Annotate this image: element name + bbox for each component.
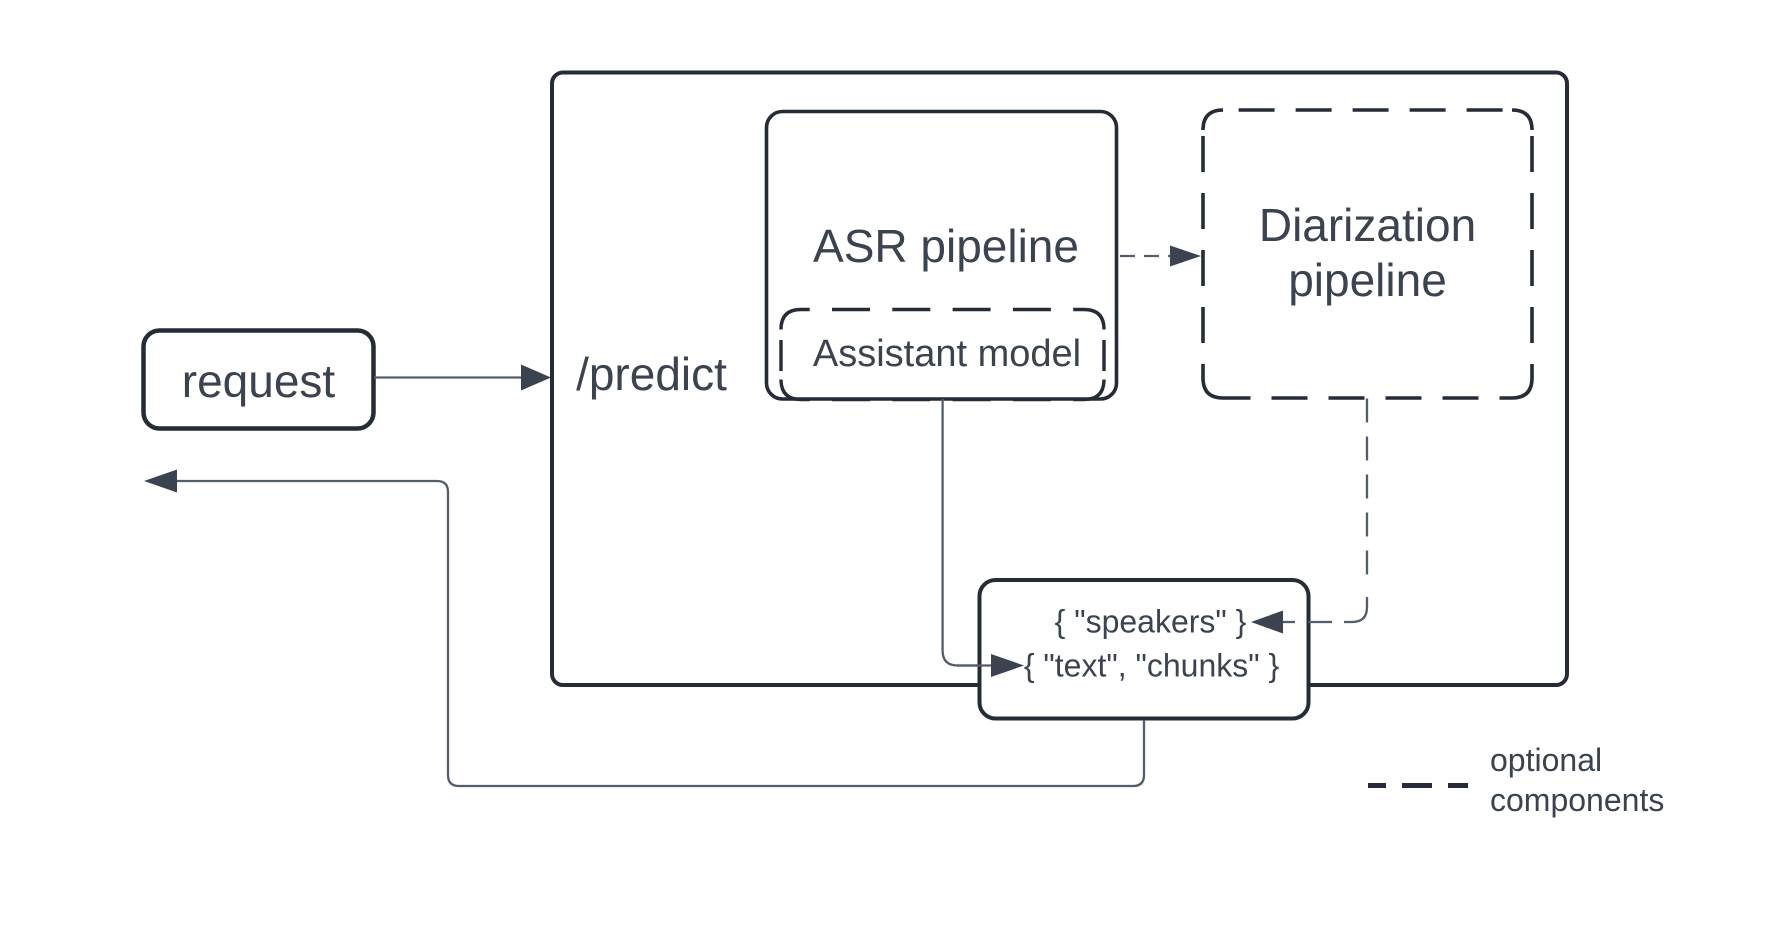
svg-text:request: request — [182, 355, 336, 407]
svg-text:ASR pipeline: ASR pipeline — [813, 220, 1079, 272]
svg-text:Diarization: Diarization — [1259, 199, 1476, 251]
svg-text:pipeline: pipeline — [1288, 254, 1447, 306]
svg-text:optional: optional — [1490, 742, 1602, 778]
svg-text:{ "text", "chunks" }: { "text", "chunks" } — [1024, 648, 1280, 684]
svg-text:components: components — [1490, 782, 1664, 818]
svg-text:Assistant model: Assistant model — [813, 333, 1081, 375]
svg-text:{ "speakers" }: { "speakers" } — [1055, 604, 1247, 640]
svg-text:/predict: /predict — [576, 348, 727, 400]
